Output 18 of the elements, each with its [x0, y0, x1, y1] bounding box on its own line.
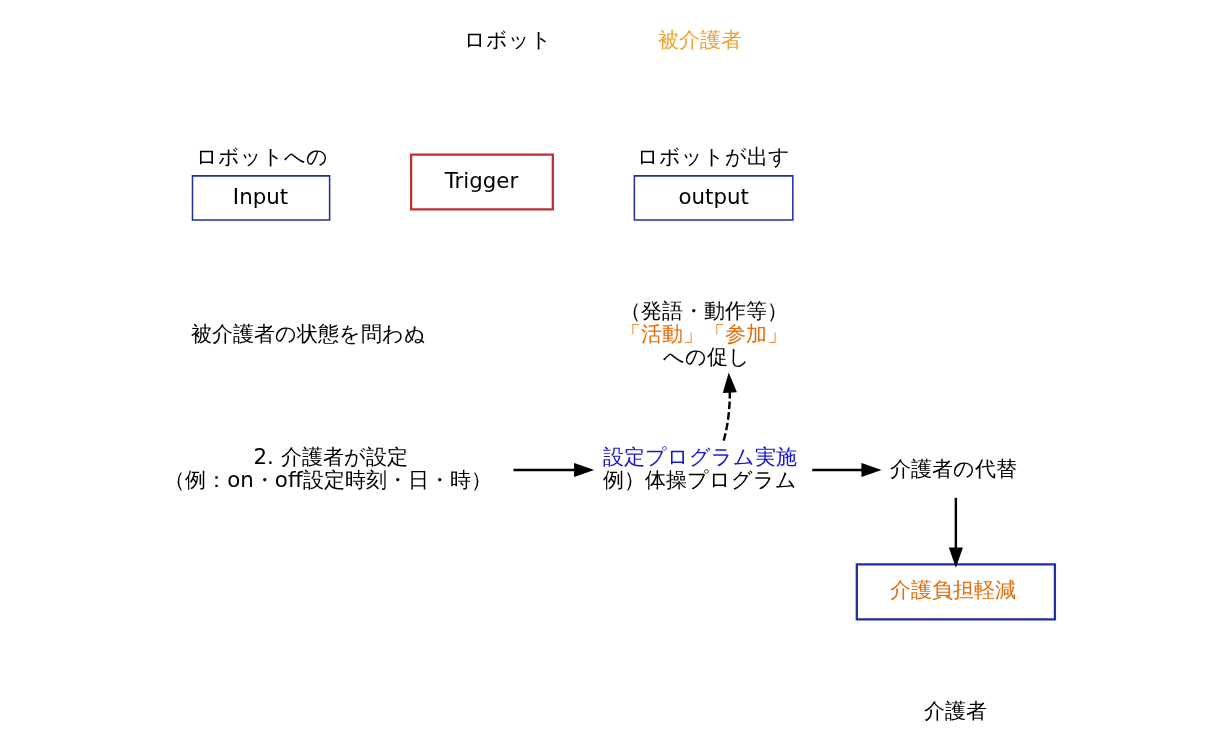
node-box: Trigger [409, 153, 554, 211]
node-label: ロボットが出す [636, 143, 790, 169]
arrow [948, 497, 963, 568]
arrow [721, 372, 737, 441]
label: 被介護者の状態を問わぬ [190, 320, 426, 346]
node-text: 介護者の代替 [889, 455, 1017, 481]
node-text: 2. 介護者が設定 （例：on・off設定時刻・日・時） [163, 444, 492, 493]
node-label: ロボットへの [195, 143, 328, 169]
node-text: 設定プログラム実施 例）体操プログラム [602, 444, 797, 493]
node-box: 介護負担軽減 [855, 563, 1056, 621]
node-box: Input [191, 175, 330, 221]
node-text: （発語・動作等） 「活動」「参加」 への促し [619, 297, 788, 369]
arrow [811, 462, 882, 477]
arrow [512, 462, 594, 477]
node-box: output [633, 175, 794, 221]
label: 介護者 [923, 697, 987, 723]
label: 被介護者 [657, 27, 742, 53]
label: ロボット [463, 27, 552, 53]
